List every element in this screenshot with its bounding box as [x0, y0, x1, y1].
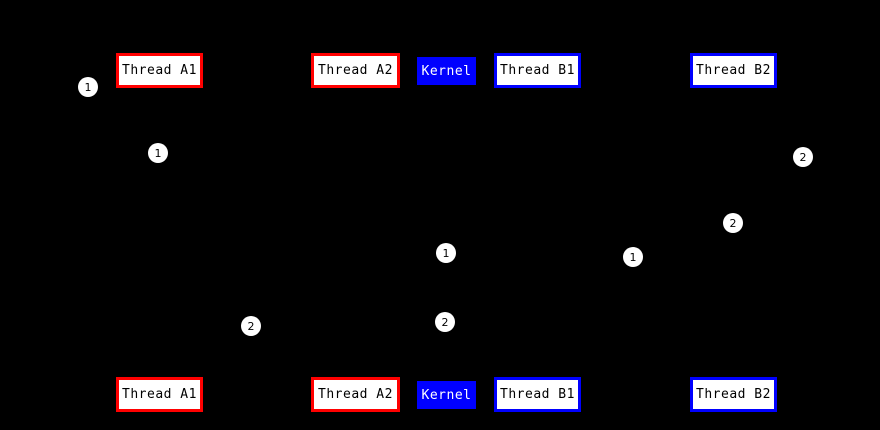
thread-a1-footer-box[interactable]: Thread A1: [116, 377, 203, 412]
msg-a1-down-2: [159, 323, 252, 329]
thread-a2-footer-box[interactable]: Thread A2: [311, 377, 400, 412]
thread-b1-label: Thread B1: [500, 63, 575, 78]
kernel-header-box[interactable]: Kernel: [417, 57, 476, 85]
badge-2-a: 2: [793, 147, 813, 167]
thread-a2-label: Thread A2: [318, 63, 393, 78]
badge-2-b: 2: [723, 213, 743, 233]
thread-b2-label: Thread B2: [696, 63, 771, 78]
thread-b1-footer-box[interactable]: Thread B1: [494, 377, 581, 412]
thread-a2-label: Thread A2: [318, 387, 393, 402]
msg-a1-self-1: [159, 150, 220, 156]
thread-a1-label: Thread A1: [122, 387, 197, 402]
thread-a2-header-box[interactable]: Thread A2: [311, 53, 400, 88]
badge-1-a: 1: [78, 77, 98, 97]
lifeline-kernel: [446, 85, 447, 381]
badge-1-b: 1: [148, 143, 168, 163]
kernel-footer-box[interactable]: Kernel: [417, 381, 476, 409]
badge-2-d: 2: [241, 316, 261, 336]
kernel-label: Kernel: [421, 63, 472, 79]
thread-b1-label: Thread B1: [500, 387, 575, 402]
badge-1-c: 1: [436, 243, 456, 263]
kernel-label: Kernel: [421, 387, 472, 403]
thread-a1-header-box[interactable]: Thread A1: [116, 53, 203, 88]
badge-2-c: 2: [435, 312, 455, 332]
thread-a1-label: Thread A1: [122, 63, 197, 78]
thread-b1-header-box[interactable]: Thread B1: [494, 53, 581, 88]
lifeline-thread-b1: [537, 88, 538, 377]
badge-1-d: 1: [623, 247, 643, 267]
thread-b2-header-box[interactable]: Thread B2: [690, 53, 777, 88]
lifeline-thread-a2: [355, 88, 356, 377]
thread-b2-footer-box[interactable]: Thread B2: [690, 377, 777, 412]
lifeline-thread-a1: [159, 88, 160, 377]
thread-b2-label: Thread B2: [696, 387, 771, 402]
